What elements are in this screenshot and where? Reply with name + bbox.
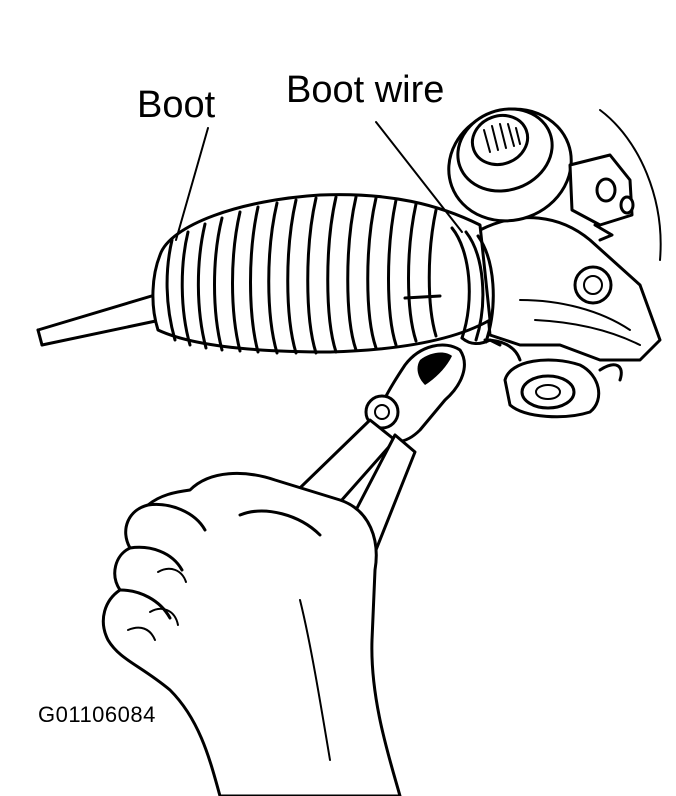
mounting-bracket [503,358,623,419]
steering-gear-housing [478,109,662,362]
pinion-shaft [447,107,635,242]
boot-wire-label: Boot wire [286,69,445,111]
figure-code: G01106084 [38,702,156,727]
boot-label: Boot [137,84,216,126]
leader-lines [175,121,463,241]
boot-wire [450,226,522,362]
boot-bellows [151,193,492,355]
rack-shaft [36,290,172,347]
housing-bolt [573,265,613,305]
hand [101,471,402,796]
